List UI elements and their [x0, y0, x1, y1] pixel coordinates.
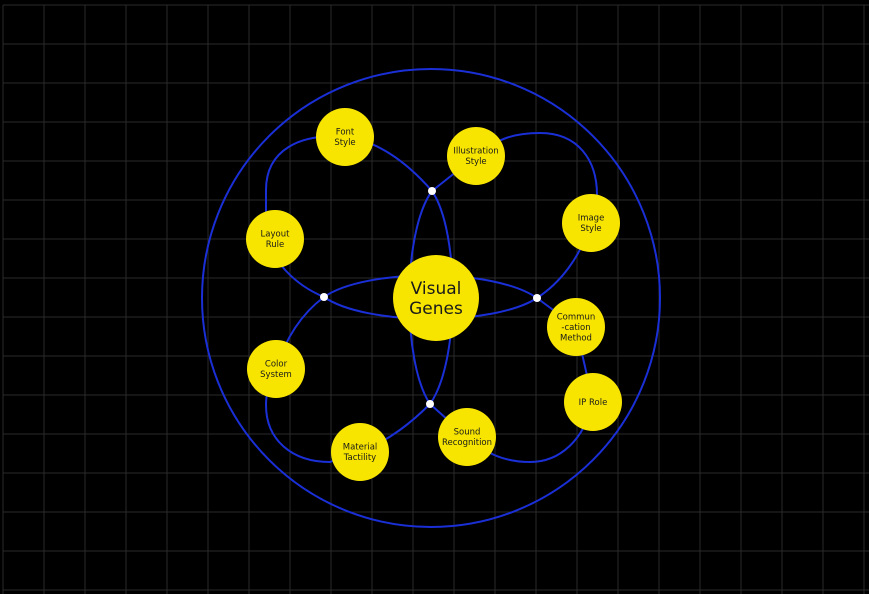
- loop-top-right: [431, 131, 599, 299]
- node-circle: [316, 108, 374, 166]
- junction-dot: [426, 400, 434, 408]
- node-label: Commun: [557, 312, 595, 322]
- node-circle: [562, 194, 620, 252]
- node-label: Tactility: [343, 453, 376, 463]
- node-circle: [331, 423, 389, 481]
- node-label: Sound: [454, 428, 481, 438]
- node-label: Layout: [261, 230, 291, 240]
- node-label: IP Role: [579, 398, 608, 408]
- node-label: Genes: [409, 299, 463, 319]
- node-label: Style: [465, 157, 486, 167]
- node-label: Image: [578, 214, 605, 224]
- node-label: Font: [336, 128, 355, 138]
- junction-dot: [320, 293, 328, 301]
- node-ip-role: IP Role: [564, 373, 622, 431]
- node-circle: [447, 127, 505, 185]
- node-label: -cation: [561, 323, 590, 333]
- junction-dot: [428, 187, 436, 195]
- node-label: Illustration: [453, 147, 498, 157]
- node-label: Recognition: [442, 438, 492, 448]
- node-circle: [247, 340, 305, 398]
- node-label: Material: [343, 443, 378, 453]
- node-circle: [547, 298, 605, 356]
- node-label: Method: [560, 333, 592, 343]
- node-label: System: [260, 370, 292, 380]
- node-label: Style: [580, 224, 601, 234]
- node-circle: [438, 408, 496, 466]
- node-circle: [564, 373, 622, 431]
- node-label: Rule: [266, 240, 285, 250]
- node-label: Visual: [411, 279, 462, 299]
- junction-dot: [533, 294, 541, 302]
- node-label: Color: [265, 360, 288, 370]
- node-label: Style: [334, 138, 355, 148]
- outer-ring: [201, 68, 661, 528]
- node-circle: [246, 210, 304, 268]
- node-circle: [393, 255, 479, 341]
